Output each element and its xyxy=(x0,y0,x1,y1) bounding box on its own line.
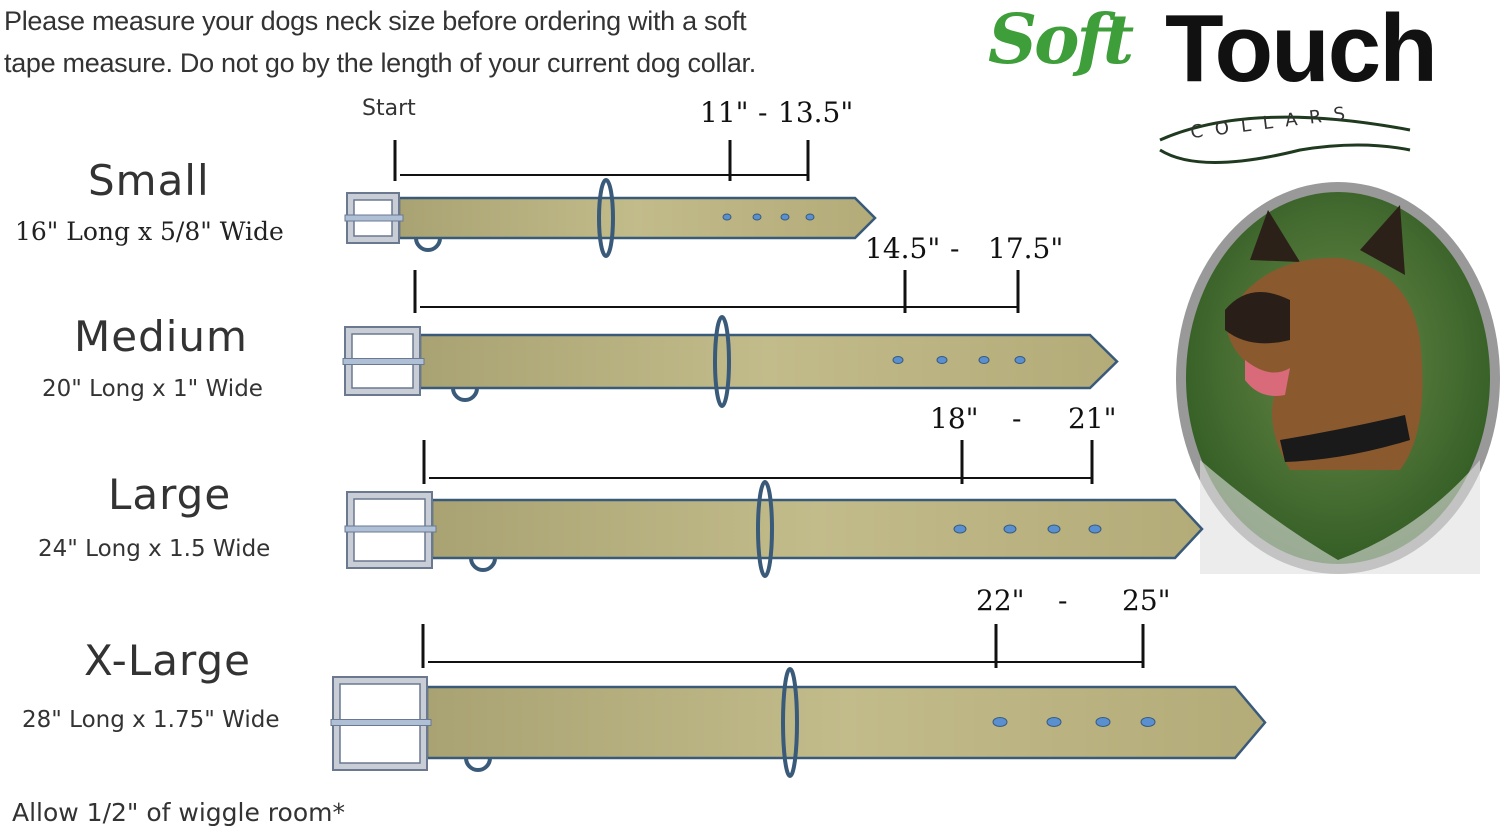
size-name-large: Large xyxy=(108,470,232,519)
intro-line-1: Please measure your dogs neck size befor… xyxy=(4,6,747,36)
collar-small xyxy=(344,140,877,258)
collar-strap xyxy=(430,498,1204,560)
d-ring-loop xyxy=(414,237,442,252)
collar-hole xyxy=(892,356,904,364)
collar-hole xyxy=(1046,717,1062,727)
buckle-prong xyxy=(330,719,432,726)
wiggle-room-note: Allow 1/2" of wiggle room* xyxy=(12,798,345,827)
measure-max-xlarge: 25" xyxy=(1122,584,1171,617)
collar-strap xyxy=(397,196,877,240)
keeper-ring xyxy=(781,667,799,778)
collar-hole xyxy=(1095,717,1111,727)
buckle-prong xyxy=(344,525,437,533)
collar-hole xyxy=(752,213,762,221)
logo-soft-text: Soft xyxy=(988,0,1134,80)
d-ring-loop xyxy=(464,757,492,772)
collar-hole xyxy=(992,717,1008,727)
collar-strap xyxy=(418,333,1119,390)
size-dims-medium: 20" Long x 1" Wide xyxy=(42,376,263,402)
size-name-medium: Medium xyxy=(74,312,248,361)
collar-strap xyxy=(425,685,1267,760)
collar-large xyxy=(344,440,1204,578)
logo-swoosh xyxy=(1159,115,1411,164)
collar-hole xyxy=(1140,717,1156,727)
dog-photo xyxy=(1176,182,1500,574)
size-dims-large: 24" Long x 1.5 Wide xyxy=(38,536,271,562)
measure-sep-small: - xyxy=(758,96,768,129)
measure-min-large: 18" xyxy=(930,402,979,435)
measure-max-large: 21" xyxy=(1068,402,1117,435)
size-dims-small: 16" Long x 5/8" Wide xyxy=(15,217,284,246)
collar-hole xyxy=(936,356,948,364)
collar-medium xyxy=(342,270,1119,408)
measure-max-small: 13.5" xyxy=(778,96,854,129)
measure-sep-medium: - xyxy=(950,232,960,265)
keeper-ring xyxy=(713,315,731,408)
collar-hole xyxy=(953,524,967,534)
intro-text: Please measure your dogs neck size befor… xyxy=(4,0,756,84)
collar-hole xyxy=(805,213,815,221)
collar-hole xyxy=(722,213,732,221)
measure-max-medium: 17.5" xyxy=(988,232,1064,265)
keeper-ring xyxy=(597,178,615,258)
collar-hole xyxy=(1047,524,1061,534)
buckle-prong xyxy=(344,214,404,222)
intro-line-2: tape measure. Do not go by the length of… xyxy=(4,48,756,78)
measure-min-xlarge: 22" xyxy=(976,584,1025,617)
d-ring-loop xyxy=(469,557,497,572)
size-dims-xlarge: 28" Long x 1.75" Wide xyxy=(22,707,280,733)
d-ring-loop xyxy=(451,387,479,402)
collar-hole xyxy=(978,356,990,364)
measure-sep-xlarge: - xyxy=(1058,584,1068,617)
size-name-xlarge: X-Large xyxy=(84,636,252,685)
collar-hole xyxy=(1003,524,1017,534)
buckle-prong xyxy=(342,358,425,365)
measure-min-small: 11" xyxy=(700,96,749,129)
keeper-ring xyxy=(756,480,774,578)
collar-xlarge xyxy=(330,624,1267,778)
collar-hole xyxy=(1088,524,1102,534)
measure-min-medium: 14.5" xyxy=(865,232,941,265)
size-name-small: Small xyxy=(88,156,210,205)
collar-hole xyxy=(780,213,790,221)
logo-touch-text: Touch xyxy=(1165,0,1438,102)
measure-sep-large: - xyxy=(1012,402,1022,435)
collar-hole xyxy=(1014,356,1026,364)
start-label: Start xyxy=(362,96,416,121)
